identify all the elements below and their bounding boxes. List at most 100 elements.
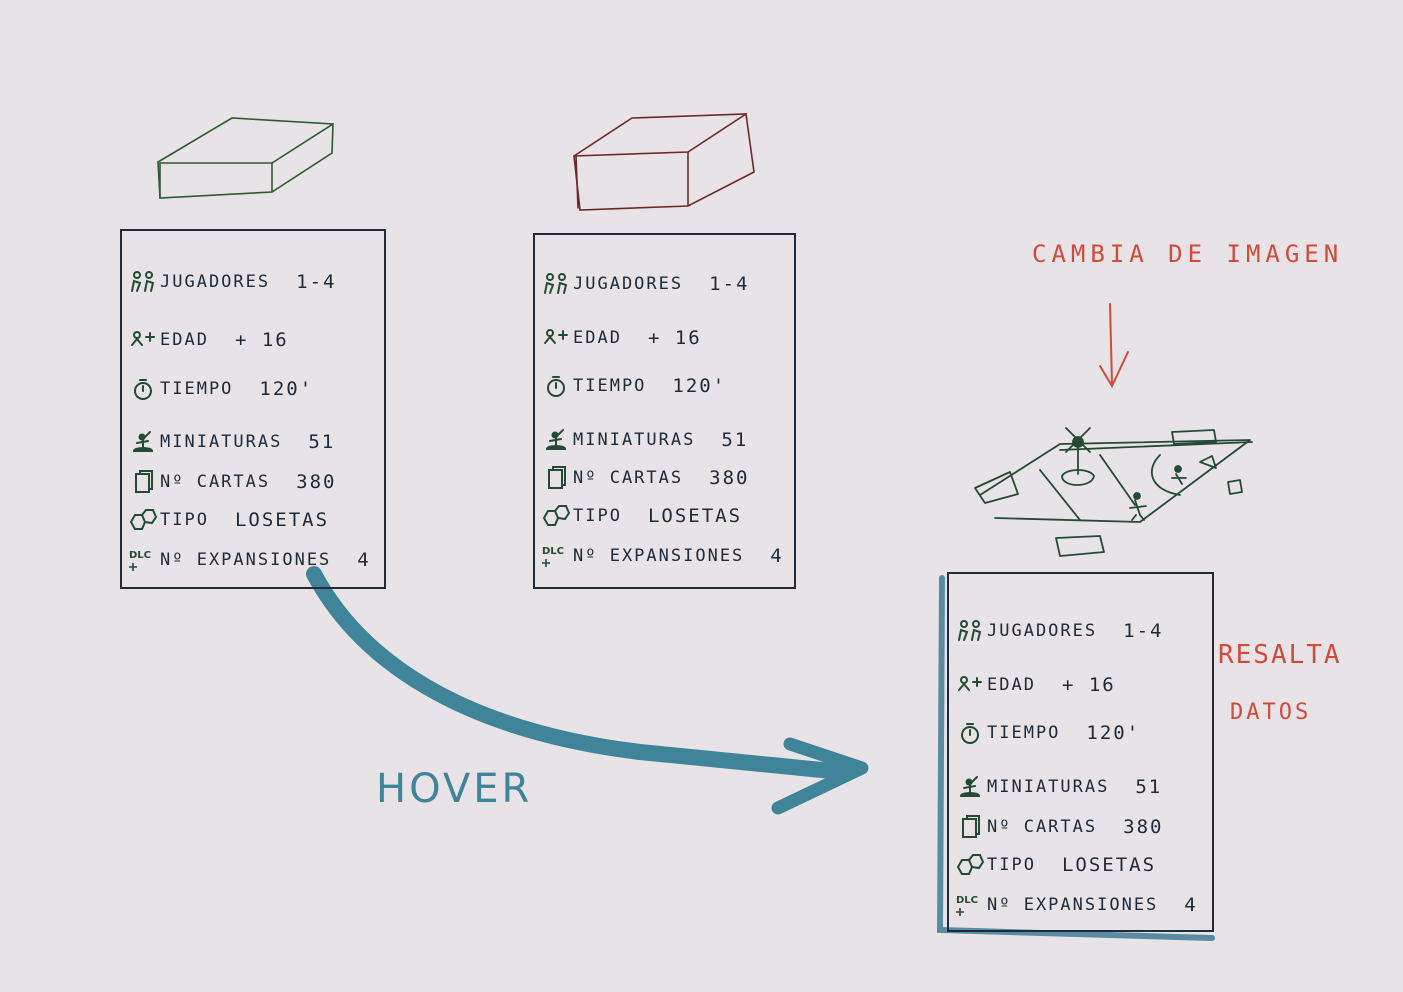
- players-value: 1-4: [709, 273, 750, 295]
- miniatures-row: MINIATURAS 51: [541, 427, 748, 453]
- expansions-label: Nº EXPANSIONES: [987, 895, 1159, 915]
- type-label: TIPO: [987, 855, 1036, 875]
- dlc-text: DLC: [956, 895, 978, 906]
- cards-label: Nº CARTAS: [573, 468, 684, 488]
- timer-icon: [128, 376, 158, 402]
- cards-label: Nº CARTAS: [160, 472, 271, 492]
- miniature-icon: [955, 774, 985, 800]
- miniature-icon-graphic: [959, 776, 981, 797]
- dlc-icon: DLC: [128, 547, 158, 573]
- miniatures-value: 51: [1135, 776, 1163, 798]
- age-icon-graphic: [958, 676, 982, 691]
- time-value: 120': [1086, 722, 1141, 744]
- players-icon-graphic: [958, 620, 982, 641]
- age-row: EDAD + 16: [541, 325, 702, 351]
- time-label: TIEMPO: [987, 723, 1061, 743]
- dlc-text: DLC: [542, 546, 564, 557]
- dlc-icon-graphic: DLC: [956, 895, 978, 916]
- time-label: TIEMPO: [160, 379, 234, 399]
- game-board-illustration: [974, 427, 1253, 557]
- dlc-icon-graphic: DLC: [542, 546, 564, 567]
- highlight-annotation-line2: DATOS: [1230, 700, 1312, 725]
- dlc-text: DLC: [129, 550, 151, 561]
- miniatures-label: MINIATURAS: [573, 430, 696, 450]
- highlight-annotation-line1: RESALTA: [1218, 640, 1342, 670]
- hexagon-icon-graphic: [956, 854, 985, 875]
- expansions-row: DLC Nº EXPANSIONES 4: [541, 543, 784, 569]
- age-icon: [128, 327, 158, 353]
- time-row: TIEMPO 120': [128, 376, 313, 402]
- miniatures-value: 51: [308, 431, 336, 453]
- expansions-label: Nº EXPANSIONES: [573, 546, 745, 566]
- players-label: JUGADORES: [987, 621, 1098, 641]
- time-row: TIEMPO 120': [955, 720, 1140, 746]
- dlc-icon: DLC: [541, 543, 571, 569]
- age-row: EDAD+ 16: [128, 327, 289, 353]
- miniatures-row: MINIATURAS 51: [128, 429, 335, 455]
- age-label: EDAD: [987, 675, 1036, 695]
- age-label: EDAD: [573, 328, 622, 348]
- game-box-red: [573, 113, 755, 211]
- expansions-row: DLC Nº EXPANSIONES 4: [955, 892, 1198, 918]
- expansions-value: 4: [357, 549, 371, 571]
- cards-icon: [955, 814, 985, 840]
- players-icon-graphic: [544, 273, 568, 294]
- type-value: LOSETAS: [1061, 854, 1157, 876]
- players-label: JUGADORES: [160, 272, 271, 292]
- players-icon-graphic: [131, 271, 155, 292]
- hover-arrow: [306, 566, 869, 815]
- timer-icon-graphic: [134, 379, 152, 400]
- type-value: LOSETAS: [647, 505, 743, 527]
- cards-icon-graphic: [548, 466, 566, 489]
- cards-value: 380: [296, 471, 337, 493]
- players-icon: [128, 269, 158, 295]
- miniatures-label: MINIATURAS: [160, 432, 283, 452]
- cards-label: Nº CARTAS: [987, 817, 1098, 837]
- timer-icon: [541, 373, 571, 399]
- age-row: EDAD + 16: [955, 672, 1116, 698]
- hover-label: HOVER: [376, 766, 533, 812]
- miniature-icon: [128, 429, 158, 455]
- expansions-value: 4: [770, 545, 784, 567]
- cards-row: Nº CARTAS 380: [128, 469, 336, 495]
- time-value: 120': [672, 375, 727, 397]
- type-value: LOSETAS: [234, 509, 330, 531]
- players-label: JUGADORES: [573, 274, 684, 294]
- miniature-icon-graphic: [132, 431, 154, 452]
- hexagon-icon: [955, 852, 985, 878]
- time-value: 120': [259, 378, 314, 400]
- miniature-icon-graphic: [545, 429, 567, 450]
- dlc-icon-graphic: DLC: [129, 550, 151, 571]
- timer-icon: [955, 720, 985, 746]
- miniatures-label: MINIATURAS: [987, 777, 1110, 797]
- players-icon: [955, 618, 985, 644]
- change-image-arrow: [1099, 303, 1129, 389]
- players-row: JUGADORES 1-4: [541, 271, 749, 297]
- age-value: + 16: [234, 329, 289, 351]
- highlight-shadow: [936, 575, 1215, 941]
- cards-icon: [128, 469, 158, 495]
- age-value: + 16: [1061, 674, 1116, 696]
- age-icon: [955, 672, 985, 698]
- age-icon-graphic: [131, 331, 155, 346]
- hexagon-icon: [541, 503, 571, 529]
- cards-icon-graphic: [135, 470, 153, 493]
- age-value: + 16: [647, 327, 702, 349]
- type-label: TIPO: [573, 506, 622, 526]
- miniatures-value: 51: [721, 429, 749, 451]
- expansions-value: 4: [1184, 894, 1198, 916]
- change-image-annotation: CAMBIA DE IMAGEN: [1032, 240, 1344, 268]
- miniature-icon: [541, 427, 571, 453]
- cards-icon-graphic: [962, 815, 980, 838]
- dlc-icon: DLC: [955, 892, 985, 918]
